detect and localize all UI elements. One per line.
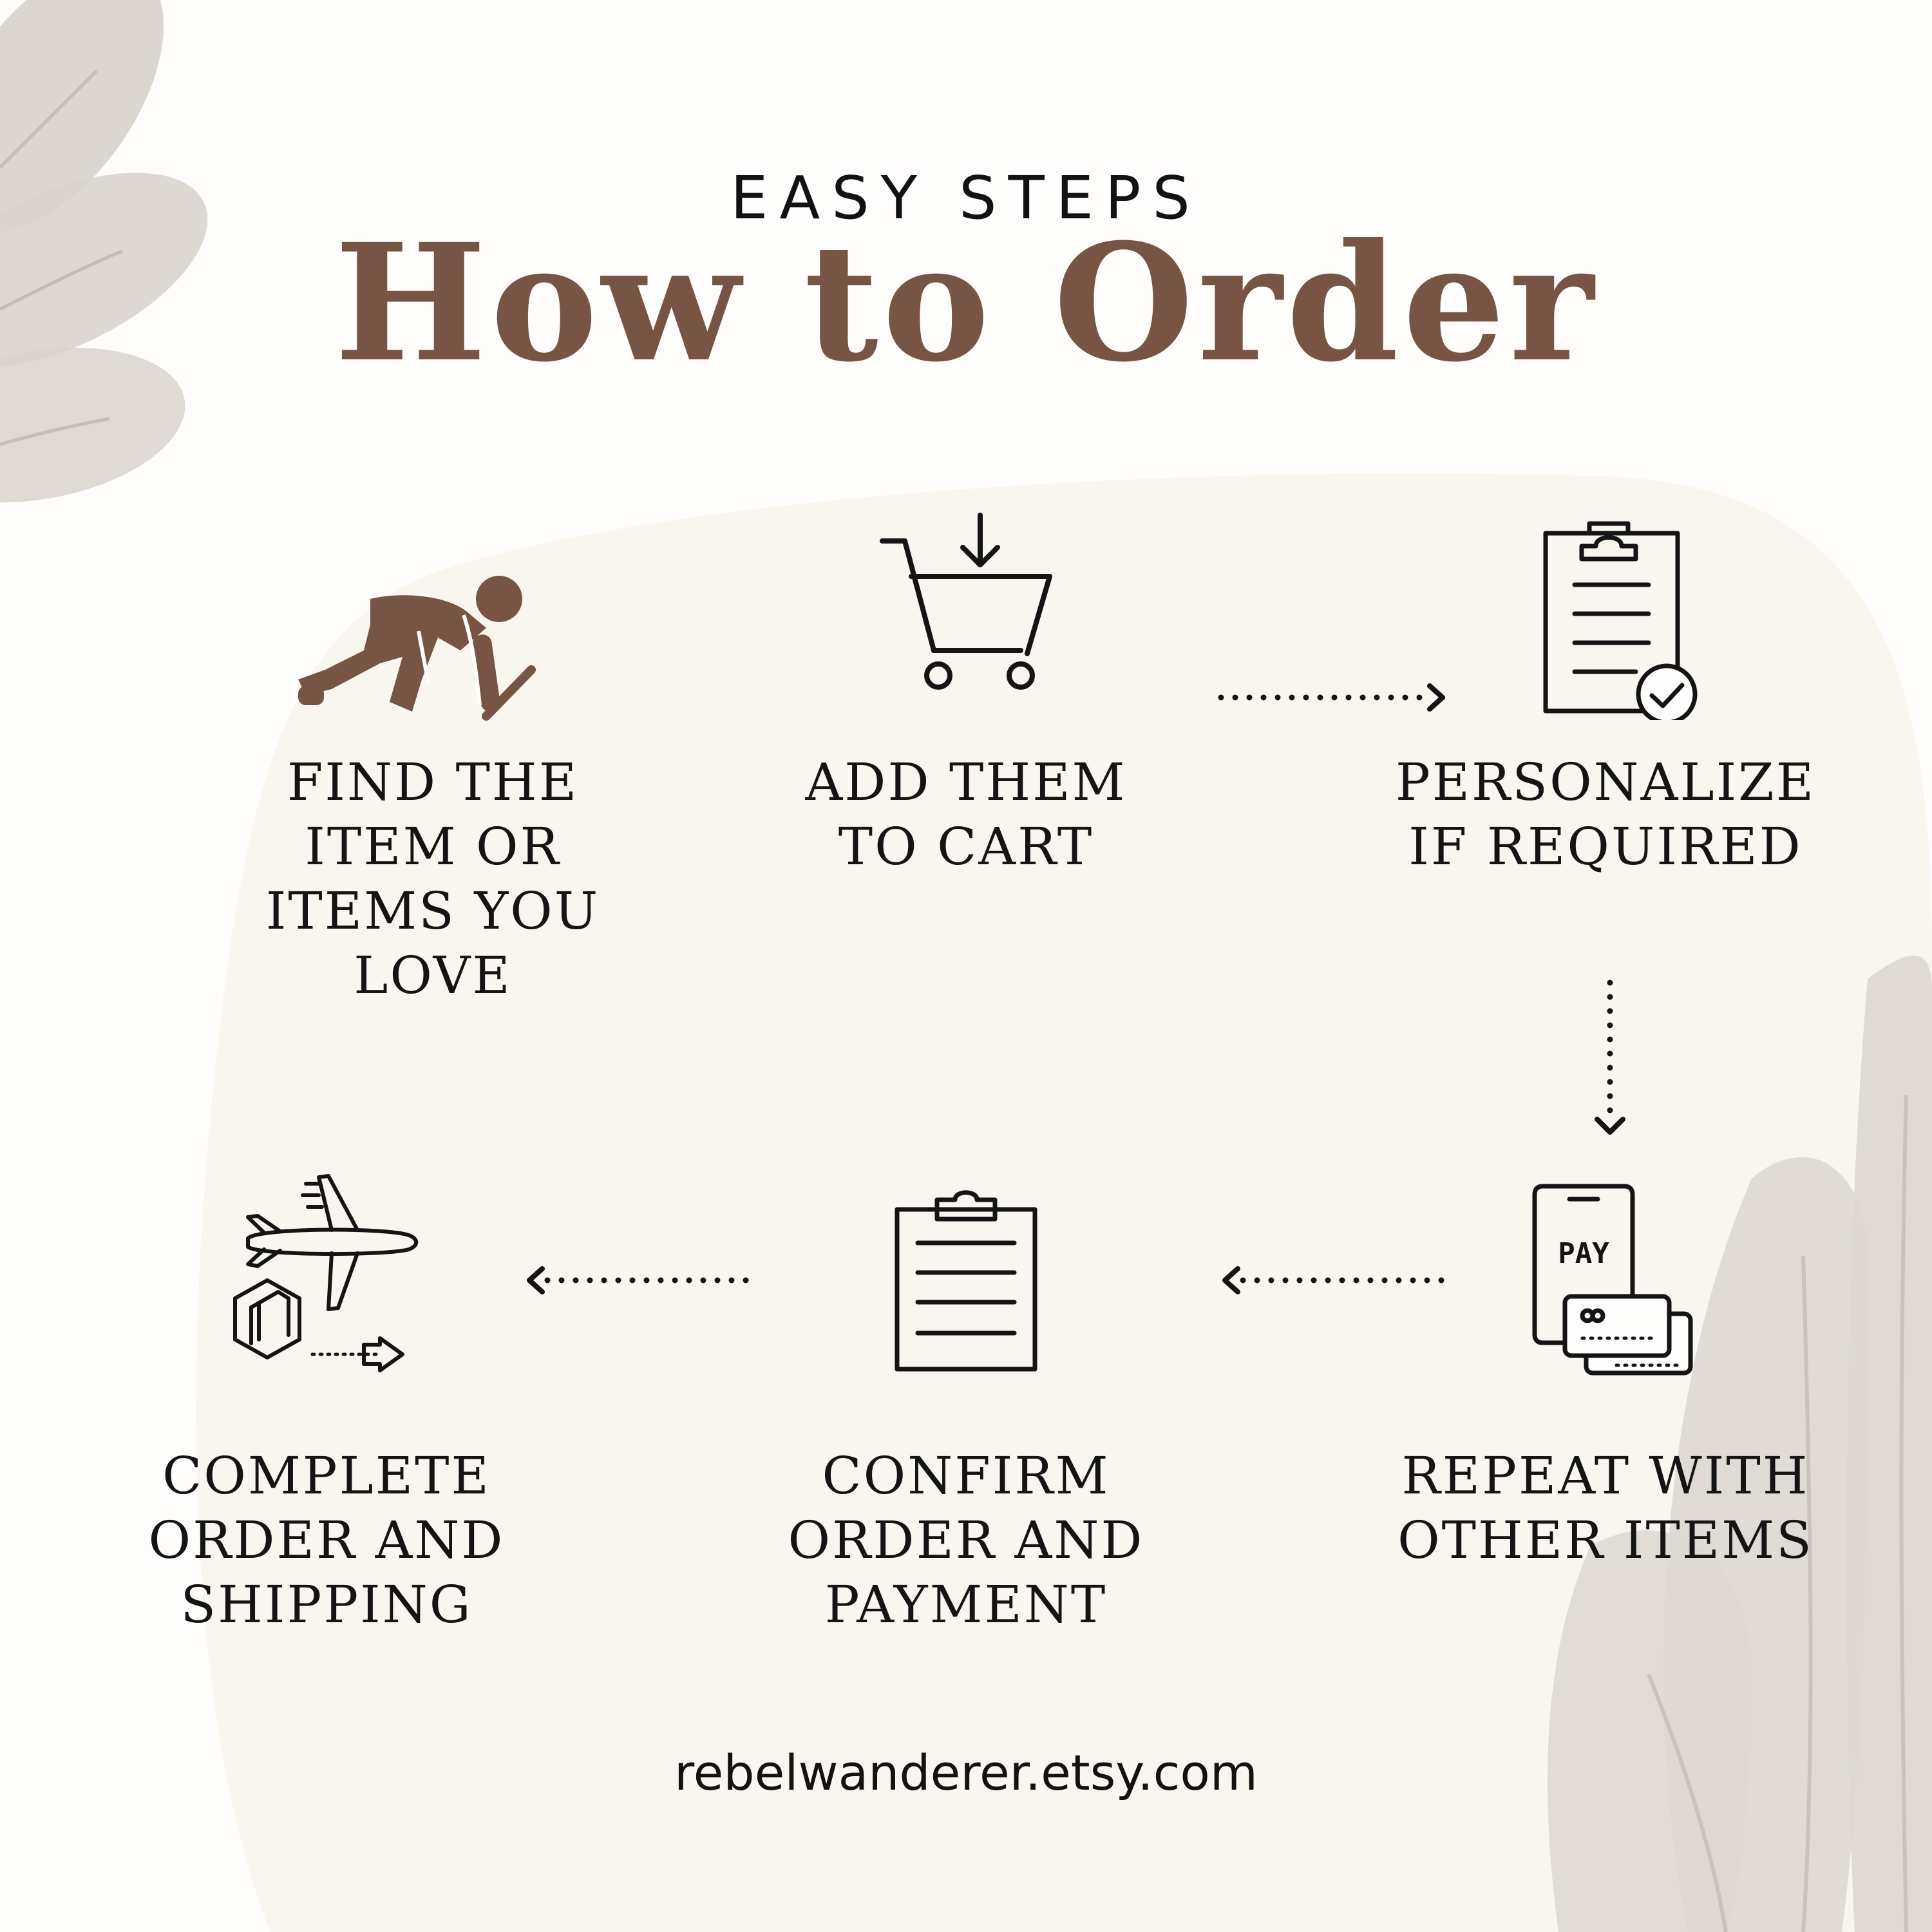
step-label-complete-order: COMPLETE ORDER AND SHIPPING xyxy=(148,1446,505,1634)
step-label-repeat: REPEAT WITH OTHER ITEMS xyxy=(1397,1446,1814,1570)
leaf-cluster-top-left xyxy=(0,0,208,503)
eyebrow-heading: EASY STEPS xyxy=(730,164,1202,232)
step-label-find-items: FIND THE ITEM OR ITEMS YOU LOVE xyxy=(265,752,600,1005)
step-label-add-to-cart: ADD THEM TO CART xyxy=(805,752,1127,876)
beige-wash xyxy=(196,473,1932,1932)
shopping-cart-icon xyxy=(880,513,1052,690)
phone-pay-icon: PAY xyxy=(1532,1184,1693,1376)
dotted-arrow-left-right-row xyxy=(1222,1266,1452,1294)
runner-start-icon xyxy=(298,576,536,721)
dotted-arrow-left-left-row xyxy=(527,1266,757,1294)
pay-icon-text: PAY xyxy=(1558,1237,1609,1270)
leaf-cluster-bottom-right xyxy=(1547,955,1932,1932)
step-label-confirm-order: CONFIRM ORDER AND PAYMENT xyxy=(788,1446,1144,1634)
page-title: How to Order xyxy=(334,208,1598,397)
shop-url: rebelwanderer.etsy.com xyxy=(674,1744,1258,1801)
dotted-arrow-down xyxy=(1595,980,1625,1135)
airplane-package-icon xyxy=(233,1174,419,1372)
step-label-personalize: PERSONALIZE IF REQUIRED xyxy=(1395,752,1816,876)
clipboard-check-icon xyxy=(1543,521,1698,720)
clipboard-icon xyxy=(895,1190,1037,1372)
dotted-arrow-right xyxy=(1218,683,1445,712)
